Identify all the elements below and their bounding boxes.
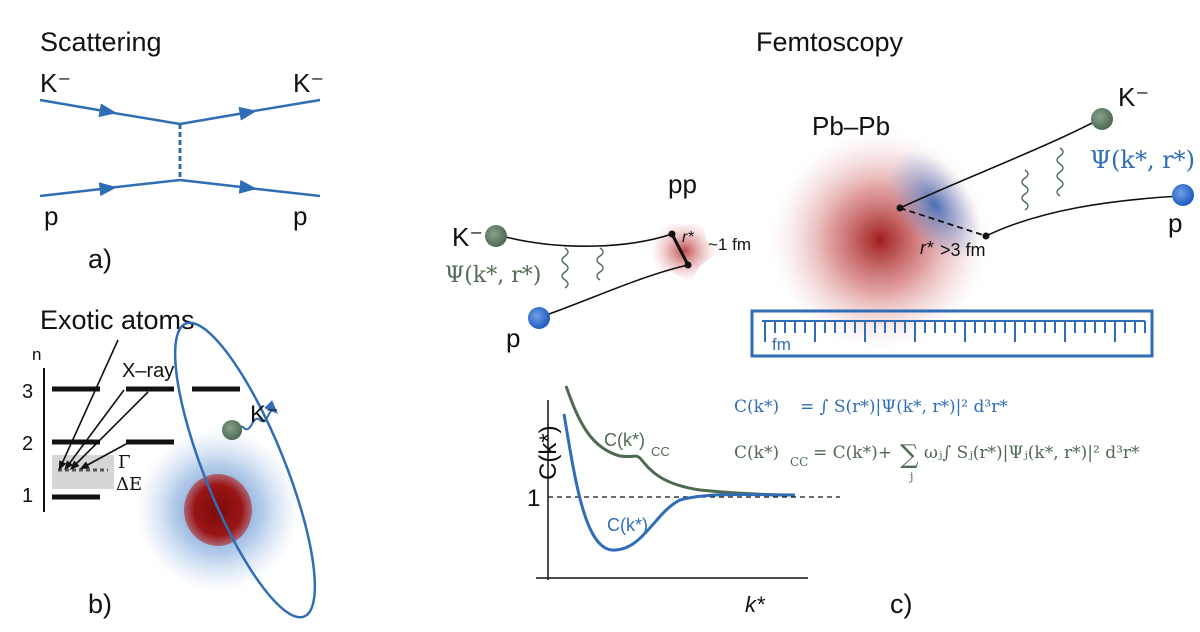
kaonic-atom: K⁻ (136, 321, 317, 619)
pbpb-proton-track (985, 195, 1181, 237)
level-axis-label: n (32, 345, 41, 364)
delta-e-label: ΔE (116, 474, 142, 495)
curve-label: C(k*) (607, 515, 648, 535)
plot-x-label: k* (745, 592, 766, 617)
femtoscopy-panel: Femtoscopy pp K⁻ p Ψ(k*, r*) r* ~1 fm Pb… (445, 27, 1195, 619)
pp-rstar: r* (682, 229, 694, 246)
ruler-ticks (764, 321, 1146, 342)
proton-out-line (179, 178, 257, 194)
orbiting-kaon (222, 420, 242, 440)
pbpb-interaction-wave-1 (1021, 169, 1029, 211)
correlation-plot: 1 C(k*) k* C(k*) CC C(k*) (527, 385, 840, 617)
pbpb-rstar: r* (920, 238, 934, 258)
pp-label: pp (668, 169, 697, 199)
scattering-title: Scattering (40, 27, 162, 57)
pbpb-kaon-label: K⁻ (1118, 82, 1149, 112)
atom-kaon-label: K⁻ (250, 401, 279, 428)
correlation-curve (562, 413, 796, 552)
pp-proton-origin (684, 261, 692, 269)
level-shift-band (52, 455, 114, 489)
pbpb-separation (899, 207, 987, 237)
equation-2-lhs-subscript: CC (790, 455, 808, 469)
kaon-orbit (173, 321, 317, 619)
pbpb-kaon-origin (896, 204, 904, 212)
pp-kaon-track (497, 233, 673, 247)
pp-proton-label: p (506, 323, 520, 353)
pbpb-wavefunction: Ψ(k*, r*) (1090, 146, 1195, 174)
pp-proton (528, 307, 550, 329)
equation-2-sum-index: j (908, 470, 913, 483)
exotic-atoms-panel: Exotic atoms n 3 2 1 X–ray Γ ΔE (22, 305, 317, 619)
proton-in-line (39, 182, 117, 198)
ruler-frame (750, 309, 1154, 358)
outgoing-kaon-label: K⁻ (293, 68, 324, 98)
scattering-panel: Scattering K⁻ K⁻ p p a) (39, 27, 324, 274)
pp-kaon-label: K⁻ (452, 222, 483, 252)
kaon-in-line-2 (107, 110, 181, 126)
proton-out-line-2 (247, 186, 321, 198)
pbpb-interaction-wave-2 (1056, 147, 1064, 197)
kaon-out-line-2 (247, 98, 321, 114)
equation-2-rhs-b: ωⱼ∫ Sⱼ(r*)|Ψⱼ(k*, r*)|² d³r* (924, 443, 1140, 463)
kaon-out-line (179, 106, 257, 126)
feynman-diagram (39, 98, 321, 198)
ruler-unit: fm (772, 335, 791, 354)
xray-label: X–ray (122, 360, 174, 382)
pbpb-proton-origin (982, 232, 990, 240)
kaon-in-line (39, 98, 117, 118)
incoming-proton-label: p (44, 201, 58, 231)
exotic-atoms-title: Exotic atoms (40, 305, 195, 335)
plot-y-label: C(k*) (535, 425, 562, 480)
proton-in-line-2 (107, 178, 181, 190)
pp-interaction-wave-1 (561, 247, 569, 289)
equation-2-rhs-a: = C(k*)+ (813, 443, 892, 463)
equation-1-rhs: = ∫ S(r*)|Ψ(k*, r*)|² d³r* (800, 397, 1008, 417)
equation-2-lhs: C(k*) (734, 443, 779, 463)
pp-separation (670, 233, 690, 266)
pp-kaon-origin (668, 230, 676, 238)
pp-kaon (485, 225, 507, 247)
level-1-label: 1 (22, 485, 33, 507)
femtometer-ruler: fm (750, 309, 1154, 358)
panel-c-tag: c) (890, 589, 913, 619)
transition-arrows (58, 339, 149, 471)
level-3-label: 3 (22, 381, 33, 403)
pp-proton-track (537, 264, 689, 319)
gamma-label: Γ (118, 452, 131, 473)
femtoscopy-title: Femtoscopy (756, 27, 904, 57)
corrected-curve-subscript: CC (651, 444, 670, 459)
pp-wavefunction: Ψ(k*, r*) (445, 263, 541, 288)
level-2-label: 2 (22, 433, 33, 455)
unity-label: 1 (527, 485, 540, 512)
pbpb-kaon (1091, 108, 1113, 130)
pbpb-proton (1172, 184, 1194, 206)
outgoing-proton-label: p (293, 201, 307, 231)
panel-a-tag: a) (88, 244, 112, 274)
pbpb-system: Pb–Pb K⁻ p Ψ(k*, r*) r* >3 fm (770, 82, 1195, 350)
pp-system: pp K⁻ p Ψ(k*, r*) r* ~1 fm (445, 169, 751, 353)
energy-levels (52, 386, 240, 500)
incoming-kaon-label: K⁻ (40, 68, 71, 98)
panel-b-tag: b) (88, 589, 112, 619)
equation-1-lhs: C(k*) (734, 397, 779, 417)
equation-2-sum: ∑ (900, 440, 919, 470)
pbpb-flow-lobe (888, 150, 982, 260)
equations: C(k*) = ∫ S(r*)|Ψ(k*, r*)|² d³r* C(k*) C… (734, 397, 1140, 483)
pp-size: ~1 fm (708, 235, 751, 254)
pbpb-size: >3 fm (940, 240, 986, 260)
pbpb-kaon-track (899, 119, 1099, 209)
xray-photon (235, 400, 278, 431)
pp-interaction-wave-2 (596, 247, 604, 281)
pbpb-proton-label: p (1168, 208, 1182, 238)
corrected-curve-label: C(k*) (604, 430, 645, 450)
